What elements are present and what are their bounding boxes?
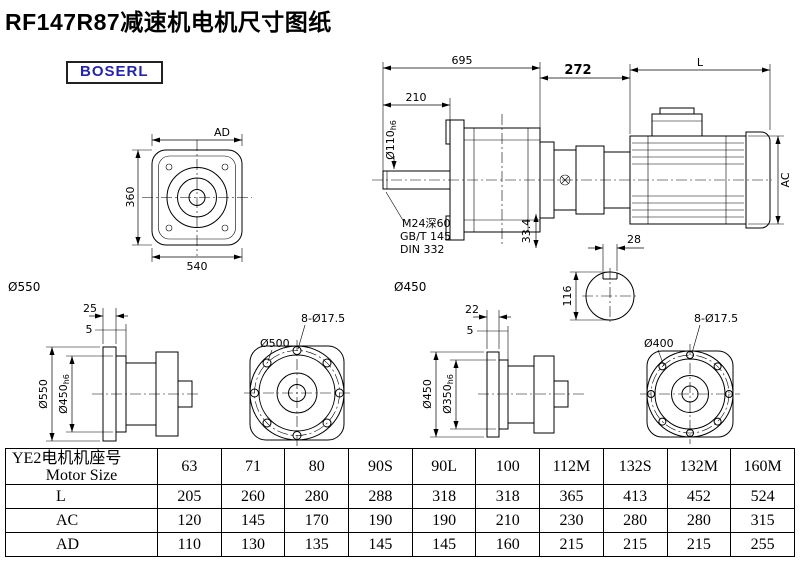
motor-size-header: YE2电机机座号 Motor Size (5, 448, 158, 485)
assembly-drawing: 695 210 Ø110h6 M24深60 GB/T 145 DIN 332 3… (372, 54, 792, 294)
standard-gb-label: GB/T 145 (400, 230, 451, 243)
row-label-AD: AD (5, 532, 158, 557)
AC-value-cell: 170 (284, 508, 350, 533)
dim-695-label: 695 (452, 54, 473, 67)
L-value-cell: 205 (157, 484, 222, 509)
AC-value-cell: 210 (475, 508, 541, 533)
page-title: RF147R87减速机电机尺寸图纸 (5, 9, 332, 35)
dim-28-label: 28 (627, 233, 641, 246)
L-value-cell: 318 (411, 484, 477, 509)
AC-value-cell: 190 (411, 508, 477, 533)
motor-dimension-table: YE2电机机座号 Motor Size 63 71 80 90S 90L 100… (5, 448, 795, 557)
size-column-header: 132S (602, 448, 668, 485)
dim-33-4-label: 33.4 (520, 219, 533, 244)
dim-25-label: 25 (83, 302, 97, 315)
AC-value-cell: 190 (348, 508, 413, 533)
AD-value-cell: 145 (348, 532, 413, 557)
size-column-header: 63 (157, 448, 222, 485)
L-value-cell: 452 (666, 484, 732, 509)
size-column-header: 90L (411, 448, 477, 485)
L-value-cell: 413 (602, 484, 668, 509)
technical-drawing: AD 360 540 Ø550 (8, 54, 792, 446)
dim-ad-label: AD (214, 126, 230, 139)
L-value-cell: 524 (730, 484, 795, 509)
L-value-cell: 288 (348, 484, 413, 509)
dim-holes-large-label: 8-Ø17.5 (301, 312, 345, 325)
motor-size-header-en: Motor Size (45, 466, 118, 484)
row-label-L: L (5, 484, 158, 509)
dim-540-label: 540 (187, 260, 208, 273)
AD-value-cell: 215 (666, 532, 732, 557)
AD-value-cell: 215 (602, 532, 668, 557)
row-label-AC: AC (5, 508, 158, 533)
output-flange-front-small: 8-Ø17.5 Ø400 (640, 312, 740, 444)
dim-550-label: Ø550 (8, 280, 40, 294)
size-column-header: 132M (666, 448, 732, 485)
dim-od550-label: Ø550 (37, 379, 50, 409)
output-flange-side-large: 25 5 Ø550 Ø450h6 (37, 302, 200, 442)
dim-bc500-label: Ø500 (260, 337, 290, 350)
table-header-row: YE2电机机座号 Motor Size 63 71 80 90S 90L 100… (5, 448, 795, 485)
size-column-header: 90S (348, 448, 413, 485)
dim-360-label: 360 (124, 187, 137, 208)
AD-value-cell: 145 (411, 532, 477, 557)
thread-callout-label: M24深60 (402, 217, 451, 230)
dim-L-label: L (697, 56, 704, 69)
dim-272-label: 272 (564, 63, 591, 78)
standard-din-label: DIN 332 (400, 243, 444, 256)
AD-value-cell: 135 (284, 532, 350, 557)
size-column-header: 100 (475, 448, 541, 485)
AC-value-cell: 280 (602, 508, 668, 533)
table-row-L: L 205 260 280 288 318 318 365 413 452 52… (5, 484, 795, 509)
AD-value-cell: 215 (539, 532, 604, 557)
table-row-AC: AC 120 145 170 190 190 210 230 280 280 3… (5, 508, 795, 533)
front-view-drawing: AD 360 540 Ø550 (8, 126, 252, 294)
L-value-cell: 260 (220, 484, 286, 509)
L-value-cell: 280 (284, 484, 350, 509)
AD-value-cell: 160 (475, 532, 541, 557)
AC-value-cell: 120 (157, 508, 222, 533)
size-column-header: 80 (284, 448, 350, 485)
output-flange-front-large: 8-Ø17.5 Ø500 (244, 312, 350, 446)
dim-shaft-dia-label: Ø110h6 (384, 120, 398, 160)
motor-shaft-section: 28 116 (561, 233, 644, 324)
dim-5-label: 5 (86, 323, 93, 336)
size-column-header: 71 (220, 448, 286, 485)
L-value-cell: 365 (539, 484, 604, 509)
AC-value-cell: 280 (666, 508, 732, 533)
dim-spigot450-label: Ø450h6 (57, 374, 71, 414)
motor-size-header-cn: YE2电机机座号 (12, 449, 122, 467)
table-row-AD: AD 110 130 135 145 145 160 215 215 215 2… (5, 532, 795, 557)
dim-116-label: 116 (561, 286, 574, 307)
AC-value-cell: 145 (220, 508, 286, 533)
dim-450-label: Ø450 (394, 280, 426, 294)
L-value-cell: 318 (475, 484, 541, 509)
output-flange-side-small: 22 5 Ø450 Ø350h6 (421, 303, 586, 438)
AC-value-cell: 230 (539, 508, 604, 533)
size-column-header: 112M (539, 448, 604, 485)
dim-bc400-label: Ø400 (644, 337, 674, 350)
dim-spigot350-label: Ø350h6 (441, 374, 455, 414)
dim-od450-label: Ø450 (421, 379, 434, 409)
AD-value-cell: 255 (730, 532, 795, 557)
brand-logo: BOSERL (66, 61, 163, 84)
dim-holes-small-label: 8-Ø17.5 (694, 312, 738, 325)
AD-value-cell: 130 (220, 532, 286, 557)
dim-AC-label: AC (779, 172, 792, 187)
dim-5b-label: 5 (467, 324, 474, 337)
AD-value-cell: 110 (157, 532, 222, 557)
AC-value-cell: 315 (730, 508, 795, 533)
dim-22-label: 22 (465, 303, 479, 316)
dim-210-label: 210 (406, 91, 427, 104)
size-column-header: 160M (730, 448, 795, 485)
